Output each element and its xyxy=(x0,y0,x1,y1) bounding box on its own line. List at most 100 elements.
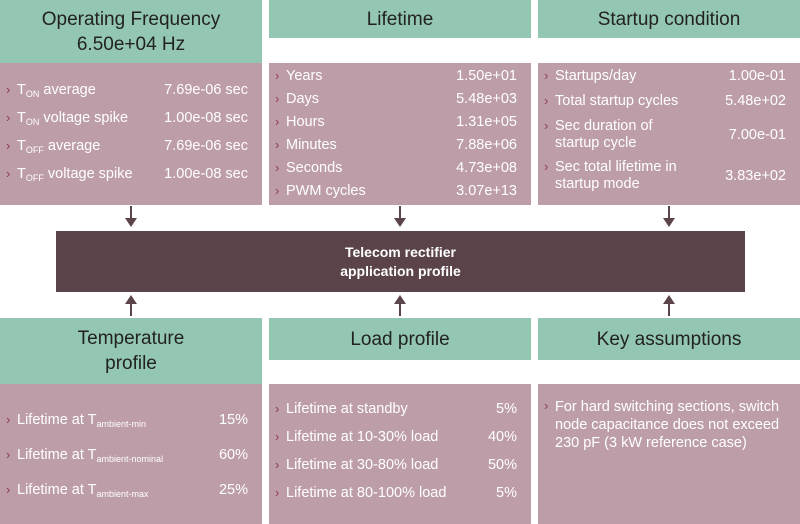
row-label: Sec duration of startup cycle xyxy=(555,118,653,151)
load-panel: Load profile › Lifetime at standby 5% › … xyxy=(269,318,531,524)
chevron-right-icon: › xyxy=(6,447,11,462)
chevron-right-icon: › xyxy=(275,160,280,175)
temperature-panel: Temperature profile › Lifetime at Tambie… xyxy=(0,318,262,524)
row-value: 1.00e-01 xyxy=(728,68,786,84)
row-label: Lifetime at 10-30% load xyxy=(286,429,439,445)
startup-body: › Startups/day 1.00e-01 › Total startup … xyxy=(538,63,800,205)
chevron-right-icon: › xyxy=(275,183,280,198)
row-label: Minutes xyxy=(286,137,337,153)
row-label: TOFF average xyxy=(17,138,101,155)
lifetime-body: › Years 1.50e+01 › Days 5.48e+03 › Hours… xyxy=(269,63,531,205)
load-header: Load profile xyxy=(269,318,531,360)
assumption-note: For hard switching sections, switch node… xyxy=(555,399,780,451)
chevron-right-icon: › xyxy=(6,82,11,97)
row-value: 1.31e+05 xyxy=(456,114,517,130)
chevron-right-icon: › xyxy=(6,138,11,153)
row-value: 3.07e+13 xyxy=(456,183,517,199)
chevron-right-icon: › xyxy=(6,110,11,125)
row-value: 7.69e-06 sec xyxy=(164,82,248,98)
application-profile-bar: Telecom rectifier application profile xyxy=(56,231,745,292)
chevron-right-icon: › xyxy=(275,91,280,106)
chevron-right-icon: › xyxy=(6,412,11,427)
chevron-right-icon: › xyxy=(275,485,280,500)
row-value: 1.50e+01 xyxy=(456,68,517,84)
row-label: Lifetime at 30-80% load xyxy=(286,457,439,473)
assumptions-panel: Key assumptions › For hard switching sec… xyxy=(538,318,800,524)
row-label: Total startup cycles xyxy=(555,93,679,109)
row-label: Lifetime at Tambient-nominal xyxy=(17,447,164,464)
row-value: 25% xyxy=(218,482,248,498)
row-label: Startups/day xyxy=(555,68,637,84)
startup-title: Startup condition xyxy=(597,8,741,30)
lifetime-panel: Lifetime › Years 1.50e+01 › Days 5.48e+0… xyxy=(269,0,531,205)
chevron-right-icon: › xyxy=(6,166,11,181)
row-label: Lifetime at Tambient-min xyxy=(17,412,147,429)
row-value: 15% xyxy=(218,412,248,428)
temperature-body: › Lifetime at Tambient-min 15% › Lifetim… xyxy=(0,384,262,524)
row-value: 4.73e+08 xyxy=(456,160,517,176)
row-label: Sec total lifetime in startup mode xyxy=(555,159,677,192)
assumptions-header: Key assumptions xyxy=(538,318,800,360)
frequency-header: Operating Frequency 6.50e+04 Hz xyxy=(0,0,262,63)
arrow-down-icon xyxy=(394,206,406,227)
arrow-down-icon xyxy=(125,206,137,227)
chevron-right-icon: › xyxy=(544,118,549,133)
load-title: Load profile xyxy=(350,328,450,350)
chevron-right-icon: › xyxy=(275,401,280,416)
load-body: › Lifetime at standby 5% › Lifetime at 1… xyxy=(269,384,531,524)
center-line-1: Telecom rectifier xyxy=(344,243,456,260)
row-label: TON average xyxy=(17,82,96,99)
row-label: Days xyxy=(286,91,320,107)
chevron-right-icon: › xyxy=(6,482,11,497)
chevron-right-icon: › xyxy=(275,457,280,472)
row-label: PWM cycles xyxy=(286,183,366,199)
chevron-right-icon: › xyxy=(544,159,549,174)
frequency-body: › TON average 7.69e-06 sec › TON voltage… xyxy=(0,63,262,205)
row-value: 3.83e+02 xyxy=(725,168,786,184)
frequency-value: 6.50e+04 Hz xyxy=(76,33,186,55)
row-value: 50% xyxy=(487,457,517,473)
row-label: TON voltage spike xyxy=(17,110,129,127)
row-value: 5.48e+03 xyxy=(456,91,517,107)
row-value: 40% xyxy=(487,429,517,445)
chevron-right-icon: › xyxy=(275,137,280,152)
assumptions-title: Key assumptions xyxy=(596,328,742,350)
lifetime-title: Lifetime xyxy=(366,8,434,30)
row-label: Years xyxy=(286,68,323,84)
chevron-right-icon: › xyxy=(544,68,549,83)
row-label: TOFF voltage spike xyxy=(17,166,133,183)
startup-header: Startup condition xyxy=(538,0,800,38)
row-value: 60% xyxy=(218,447,248,463)
temperature-title-1: Temperature xyxy=(77,328,185,349)
row-value: 7.88e+06 xyxy=(456,137,517,153)
chevron-right-icon: › xyxy=(275,114,280,129)
row-label: Lifetime at 80-100% load xyxy=(286,485,447,501)
arrow-up-icon xyxy=(125,295,137,316)
row-label: Lifetime at Tambient-max xyxy=(17,482,149,499)
arrow-up-icon xyxy=(663,295,675,316)
chevron-right-icon: › xyxy=(275,68,280,83)
temperature-header: Temperature profile xyxy=(0,318,262,384)
row-label: Hours xyxy=(286,114,325,130)
startup-panel: Startup condition › Startups/day 1.00e-0… xyxy=(538,0,800,205)
center-line-2: application profile xyxy=(340,262,461,279)
row-label: Lifetime at standby xyxy=(286,401,408,417)
row-value: 7.69e-06 sec xyxy=(164,138,248,154)
row-value: 5.48e+02 xyxy=(725,93,786,109)
chevron-right-icon: › xyxy=(275,429,280,444)
row-label: Seconds xyxy=(286,160,343,176)
chevron-right-icon: › xyxy=(544,398,549,413)
arrow-up-icon xyxy=(394,295,406,316)
row-value: 1.00e-08 sec xyxy=(164,166,248,182)
arrow-down-icon xyxy=(663,206,675,227)
assumptions-body: › For hard switching sections, switch no… xyxy=(538,384,800,524)
row-value: 5% xyxy=(496,485,517,501)
frequency-panel: Operating Frequency 6.50e+04 Hz › TON av… xyxy=(0,0,262,205)
row-value: 5% xyxy=(496,401,517,417)
frequency-title: Operating Frequency xyxy=(41,8,221,30)
row-value: 1.00e-08 sec xyxy=(164,110,248,126)
lifetime-header: Lifetime xyxy=(269,0,531,38)
chevron-right-icon: › xyxy=(544,93,549,108)
row-value: 7.00e-01 xyxy=(728,127,786,143)
temperature-title-2: profile xyxy=(105,353,157,374)
